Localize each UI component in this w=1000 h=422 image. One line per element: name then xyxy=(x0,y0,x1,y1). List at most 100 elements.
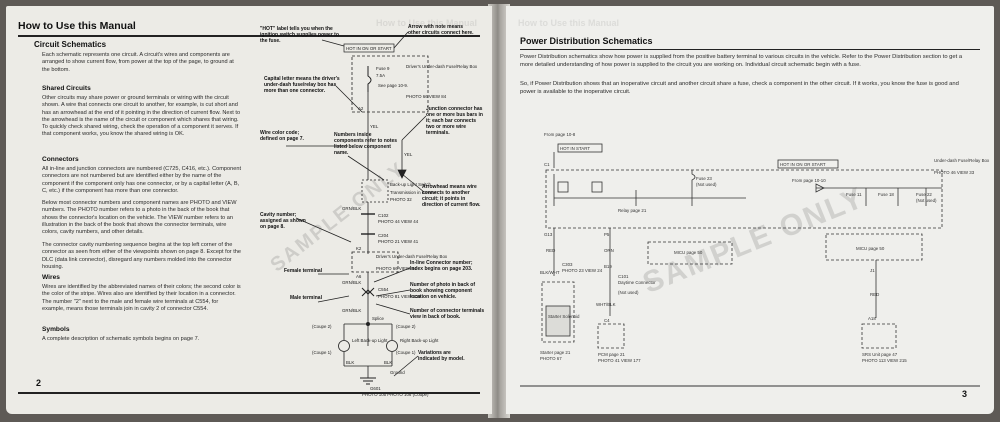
j1-label: J1 xyxy=(870,268,875,273)
connectors-text-1: All in-line and junction connectors are … xyxy=(42,166,241,194)
photo-32: PHOTO 32 xyxy=(390,197,412,202)
wire-orn: ORN xyxy=(604,248,614,253)
annotation-cavity: Cavity number; assigned as shown on page… xyxy=(260,212,306,230)
g13-label: G13 xyxy=(544,232,553,237)
hot-box-right: HOT IN ON OR START xyxy=(780,162,826,167)
c204-photo: PHOTO 21 VIEW 41 xyxy=(378,239,419,244)
fuse11-label: Fuse 11 xyxy=(846,192,862,197)
left-light-label: Left Back-up Light xyxy=(352,338,388,343)
right-page-number: 3 xyxy=(962,389,968,399)
blk-left: BLK xyxy=(346,360,354,365)
circuit-schematics-text: Each schematic represents one circuit. A… xyxy=(42,52,234,73)
right-light-label: Right Back-up Light xyxy=(400,338,439,343)
starter-label: Starter page 21 xyxy=(540,350,571,355)
shared-circuits-text: Other circuits may share power or ground… xyxy=(42,95,241,138)
c554-photo: PHOTO 81 VIEW 129 xyxy=(378,294,421,299)
relay-label: Relay page 21 xyxy=(618,208,647,213)
symbols-heading: Symbols xyxy=(42,326,70,333)
page-number: 2 xyxy=(36,378,42,388)
fuse23-label: Fuse 23 xyxy=(696,176,712,181)
wire-red: RED xyxy=(546,248,555,253)
annotation-variations: Variations are indicated by model. xyxy=(418,350,465,362)
yel-label-1: YEL xyxy=(370,124,379,129)
hot-box-label: HOT IN ON OR START xyxy=(346,46,392,51)
box2-label: Driver's Under-dash Fuse/Relay Box xyxy=(376,254,448,259)
pcm-photo: PHOTO 41 VIEW 177 xyxy=(598,358,641,363)
page-title: How to Use this Manual xyxy=(18,20,136,32)
underdash-box-label: Under-dash Fuse/Relay Box xyxy=(934,158,990,163)
micu-right: MICU page 50 xyxy=(856,246,885,251)
c4-label: C4 xyxy=(604,318,610,323)
a18-label: A18 xyxy=(868,316,876,321)
fuse22-label: Fuse 22 xyxy=(916,192,932,197)
wire-whtblk: WHT/BLK xyxy=(596,302,616,307)
wire-red-right: RED xyxy=(870,292,879,297)
c303-label: C303 xyxy=(562,262,573,267)
k2-label: K2 xyxy=(356,246,362,251)
micu-left: MICU page 50 xyxy=(674,250,703,255)
box-label: Driver's Under-dash Fuse/Relay Box xyxy=(406,64,478,69)
srs-label: SRS Unit page 47 xyxy=(862,352,898,357)
c101-label: C101 xyxy=(618,274,629,279)
see-page: See page 10-9. xyxy=(378,83,408,88)
a6-label: A6 xyxy=(356,274,362,279)
right-page-title: Power Distribution Schematics xyxy=(520,36,653,46)
fuse18-label: Fuse 18 xyxy=(878,192,894,197)
fuse22-note: (Not used) xyxy=(916,198,937,203)
connectors-text-3: The connector cavity numbering sequence … xyxy=(42,242,242,270)
from-page-right: From page 10-10 xyxy=(792,178,826,183)
annotation-hot-label: "HOT" label tells you when the ignition … xyxy=(260,26,339,44)
starter-photo: PHOTO 67 xyxy=(540,356,562,361)
yel-label-2: YEL xyxy=(404,152,413,157)
fuse-amp: 7.5A xyxy=(376,73,385,78)
right-header-rule xyxy=(520,49,980,50)
box2-photo: PHOTO 66 VIEW 84 xyxy=(376,266,417,271)
coupe2-right: (Coupe 2) xyxy=(396,324,416,329)
backup-note: Transmission in reverse xyxy=(390,190,437,195)
annotation-photo-number: Number of photo in back of book showing … xyxy=(410,282,475,300)
fuse-label: Fuse 9 xyxy=(376,66,390,71)
a2-label: A2 xyxy=(358,106,364,111)
blk-right: BLK xyxy=(384,360,392,365)
p5-label: P5 xyxy=(604,232,610,237)
srs-photo: PHOTO 113 VIEW 215 xyxy=(862,358,907,363)
pcm-label: PCM page 21 xyxy=(598,352,625,357)
wire-grnblk-1: GRN/BLK xyxy=(342,206,361,211)
wires-text: Wires are identified by the abbreviated … xyxy=(42,284,241,312)
circuit-schematics-heading: Circuit Schematics xyxy=(34,40,107,49)
coupe1-right: (Coupe 1) xyxy=(396,350,416,355)
underdash-box-photo: PHOTO 46 VIEW 33 xyxy=(934,170,975,175)
left-page: How to Use this Manual How to Use this M… xyxy=(6,6,492,414)
annotation-female: Female terminal xyxy=(284,268,323,274)
fuse23-note: (Not used) xyxy=(696,182,717,187)
annotation-connector-terminals: Number of connector terminals view in ba… xyxy=(410,308,485,320)
backup-switch-label: Back-up Light Switch xyxy=(390,182,432,187)
hot-box-left: HOT IN START xyxy=(560,146,590,151)
box-photo: PHOTO 66 VIEW 84 xyxy=(406,94,447,99)
c101-note: Daytime Connector xyxy=(618,280,656,285)
shared-circuits-heading: Shared Circuits xyxy=(42,85,91,92)
ground-label: Ground xyxy=(390,370,405,375)
right-page: How to Use this Manual Power Distributio… xyxy=(506,6,994,414)
g601-label: G601 xyxy=(370,386,381,391)
c101-not-used: (Not used) xyxy=(618,290,639,295)
book-gutter xyxy=(488,4,510,418)
c102-photo: PHOTO 44 VIEW 44 xyxy=(378,219,419,224)
connectors-text-2: Below most connector numbers and compone… xyxy=(42,200,237,236)
wire-grnblk-2: GRN/BLK xyxy=(342,280,361,285)
annotation-inline-connector: In-line Connector number; Index begins o… xyxy=(410,260,473,272)
footer-rule xyxy=(18,392,480,394)
c204-label: C204 xyxy=(378,233,389,238)
symbols-text: A complete description of schematic symb… xyxy=(42,336,200,342)
annotation-wire-color: Wire color code; defined on page 7. xyxy=(260,130,304,142)
ghost-header: How to Use this Manual xyxy=(376,18,478,28)
annotation-junction: Junction connector has one or more bus b… xyxy=(426,106,483,136)
power-distribution-text-2: So, if Power Distribution shows that an … xyxy=(520,81,959,95)
wire-grnblk-3: GRN/BLK xyxy=(342,308,361,313)
annotation-numbers-inside: Numbers inside components refer to notes… xyxy=(334,132,398,156)
annotation-arrowhead: Arrowhead means wire connects to another… xyxy=(422,184,481,208)
wire-blkwht: BLK/WHT xyxy=(540,270,560,275)
backup-light-schematic: HOT IN ON OR START Fuse 9 7.5A See page … xyxy=(286,31,478,397)
ghost-header-right: How to Use this Manual xyxy=(518,18,620,28)
annotation-male: Male terminal xyxy=(290,295,322,301)
